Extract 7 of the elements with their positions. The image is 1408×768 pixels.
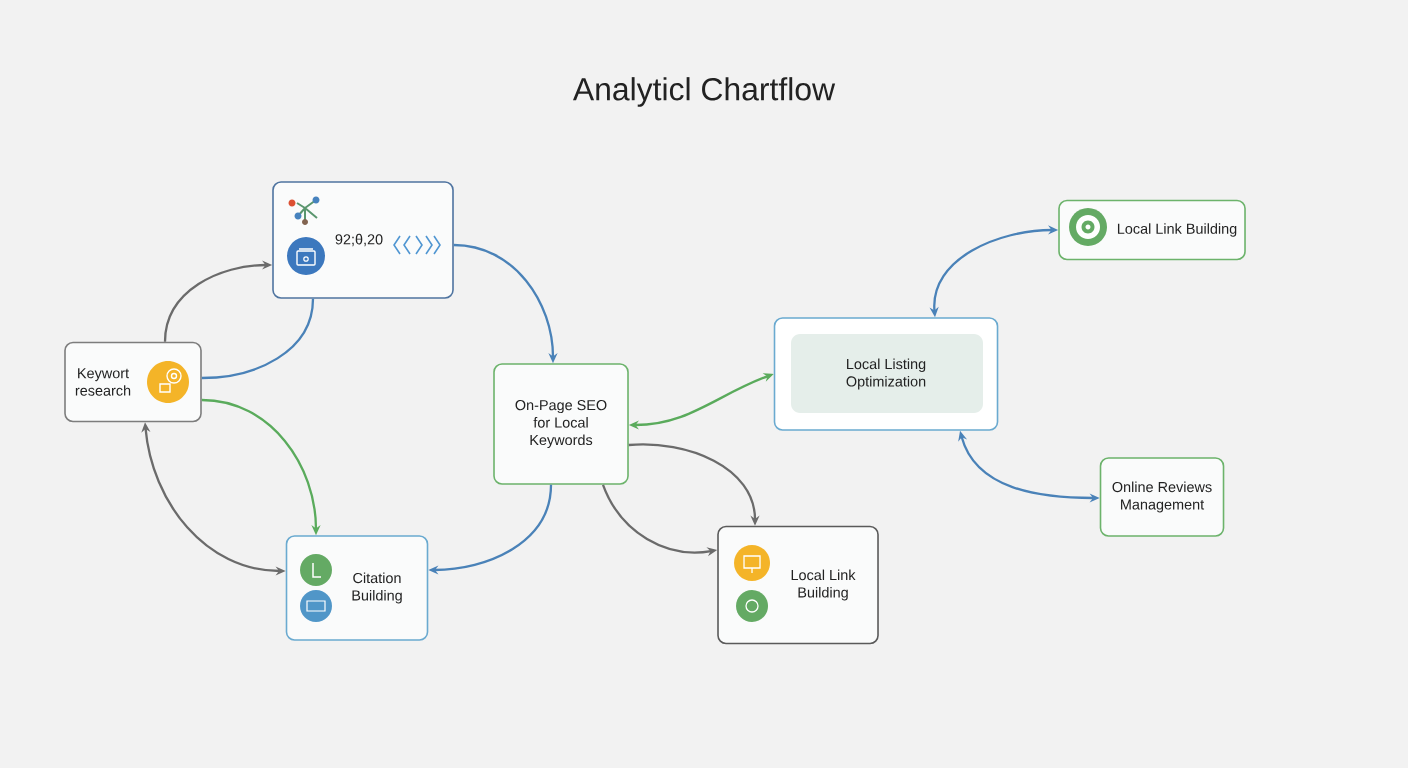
process-box: Local Link Building <box>717 525 879 645</box>
title: Analyticl Chartflow <box>572 77 836 107</box>
process-box: Local Link Building <box>1058 199 1246 261</box>
process-box: Online Reviews Management <box>1099 457 1225 537</box>
process-box: 92;θ,20 <box>272 181 454 299</box>
process-box: On-Page SEO for Local Keywords <box>493 363 629 485</box>
process-box: Local Listing Optimization <box>773 317 999 431</box>
